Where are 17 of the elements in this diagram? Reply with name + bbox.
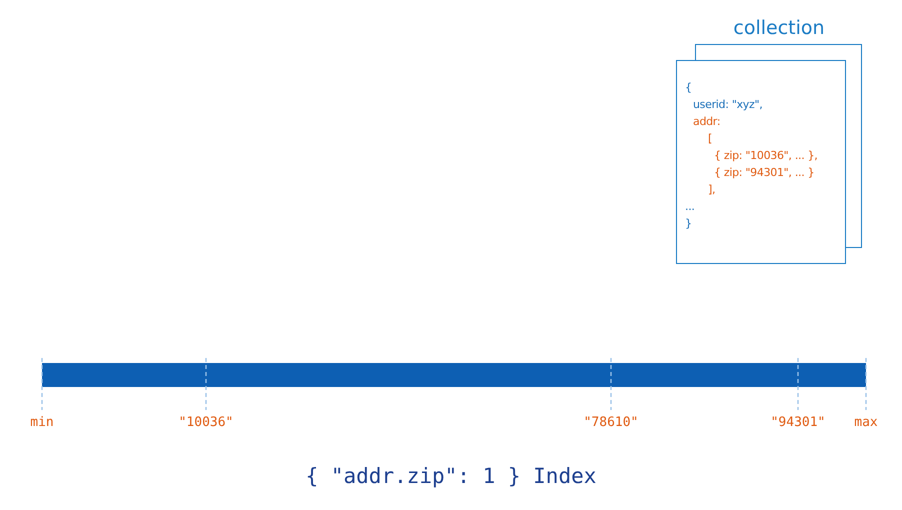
index-bar [42, 363, 866, 387]
tick-label: "78610" [584, 415, 638, 430]
code-line: [ [708, 132, 712, 145]
tick-label: "94301" [770, 415, 826, 430]
code-line: ... [685, 200, 695, 213]
code-line: } [685, 217, 692, 230]
tick-label: "10036" [178, 415, 234, 430]
tick-label: min [30, 415, 54, 430]
code-line: ], [708, 183, 716, 196]
code-line: { [685, 81, 692, 94]
code-line: addr: [693, 115, 720, 128]
code-line: { zip: "10036", ... }, [714, 149, 818, 162]
tick-label: max [854, 415, 878, 430]
code-line: userid: "xyz", [693, 98, 762, 111]
heading: collection [732, 17, 826, 39]
caption: { "addr.zip": 1 } Index [304, 464, 598, 488]
code-line: { zip: "94301", ... } [714, 166, 814, 179]
